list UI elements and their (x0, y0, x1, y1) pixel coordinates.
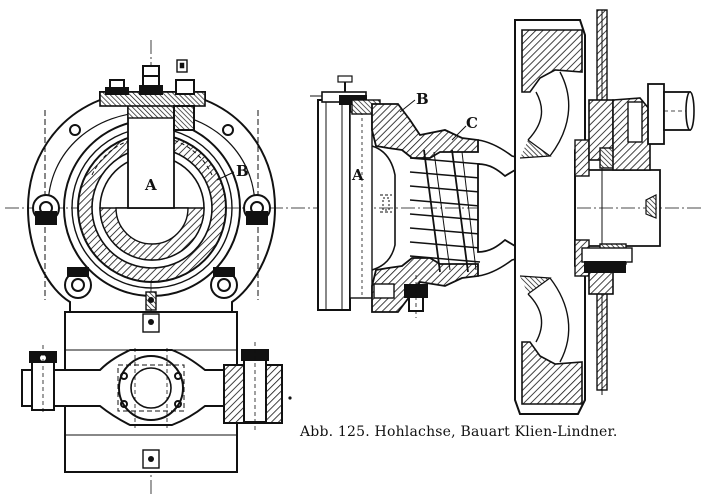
side-bolt-left (32, 194, 60, 225)
top-bolt-center (139, 65, 163, 95)
section-view (310, 9, 695, 415)
top-bolt-left (105, 79, 129, 95)
label-right-c: C (466, 114, 478, 132)
leader-right-b (399, 99, 416, 113)
figure-caption: Abb. 125. Hohlachse, Bauart Klien-Lindne… (300, 424, 618, 440)
outer-crank-plate (581, 9, 651, 395)
bolt-hole-right-upper (222, 124, 234, 136)
front-view (5, 40, 704, 495)
leader-left-b (216, 171, 235, 181)
label-right-a: A (351, 166, 364, 184)
hollow-axle-a (317, 99, 351, 311)
spring-coils-c (409, 149, 481, 273)
crossbeam-section-right (223, 342, 283, 430)
bolt-hole-left-upper (69, 124, 81, 136)
crank-pin (647, 83, 695, 145)
top-bolt-right (173, 59, 195, 131)
lower-bolt-left (64, 267, 92, 299)
axle-shaft-neck (477, 163, 521, 253)
leader-right-c (451, 125, 467, 141)
label-right-b: B (416, 90, 429, 108)
crossbeam-bolt-left (29, 345, 57, 415)
upper-housing-section (371, 103, 479, 159)
axle-box-housing (26, 91, 277, 313)
label-left-a: A (144, 176, 157, 194)
section-bottom-bolt (404, 275, 428, 318)
lower-bolt-right (210, 267, 238, 299)
wheel-disc (514, 19, 590, 415)
side-bolt-right (243, 194, 271, 225)
label-left-b: B (236, 162, 249, 180)
